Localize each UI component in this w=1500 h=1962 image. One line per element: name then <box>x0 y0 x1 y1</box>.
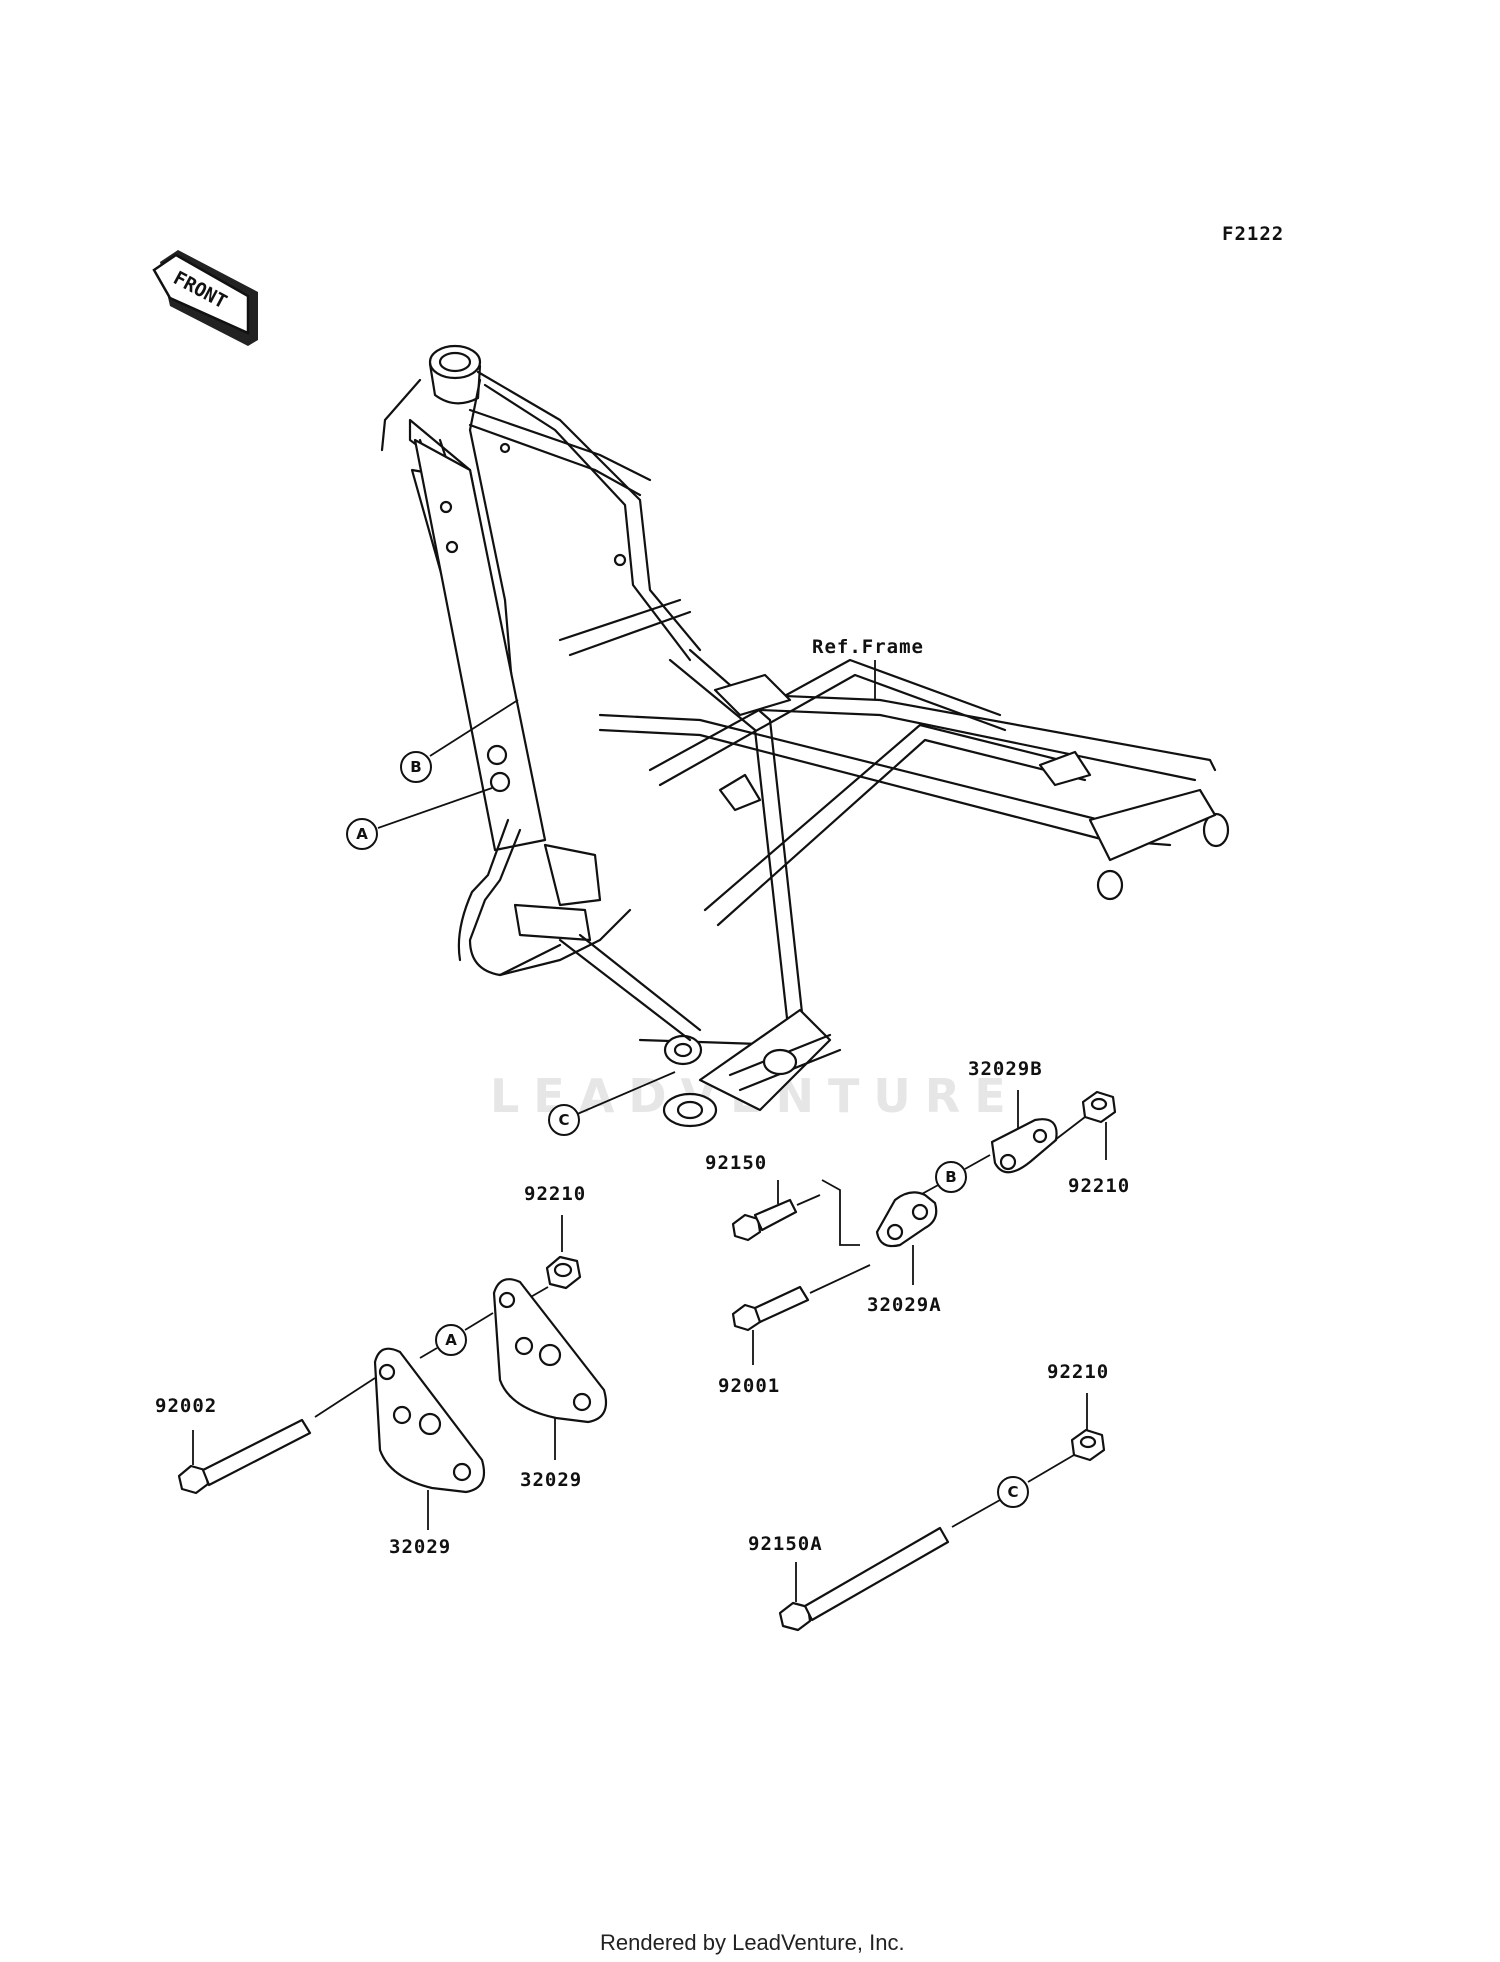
part-92001-label: 92001 <box>718 1375 780 1397</box>
bolt-92150a <box>778 1526 950 1632</box>
bracket-32029-right <box>492 1278 608 1460</box>
bolt-92002 <box>177 1418 312 1495</box>
bracket-32029b <box>990 1090 1058 1174</box>
part-32029b-label: 32029B <box>968 1058 1043 1080</box>
part-92210-bottom-label: 92210 <box>1047 1361 1109 1383</box>
part-92150a-label: 92150A <box>748 1533 823 1555</box>
callout-c-frame: C <box>548 1071 676 1136</box>
callout-c-parts-label: C <box>1007 1483 1018 1501</box>
bolt-92001 <box>731 1264 871 1365</box>
part-32029-right-label: 32029 <box>520 1469 582 1491</box>
footer-credit: Rendered by LeadVenture, Inc. <box>600 1930 905 1955</box>
callout-b-parts: B <box>919 1154 991 1196</box>
nut-92210-left <box>521 1215 582 1303</box>
frame-illustration <box>380 344 1230 1128</box>
nut-92210-right <box>1054 1090 1117 1160</box>
callout-b-frame: B <box>400 699 519 783</box>
part-92150-label: 92150 <box>705 1152 767 1174</box>
callout-b-parts-label: B <box>945 1168 956 1186</box>
part-92210-left-label: 92210 <box>524 1183 586 1205</box>
bracket-32029a <box>875 1191 938 1285</box>
part-32029a-label: 32029A <box>867 1294 942 1316</box>
ref-frame-label: Ref.Frame <box>812 636 924 658</box>
callout-c-parts: C <box>951 1476 1029 1528</box>
part-92210-right-label: 92210 <box>1068 1175 1130 1197</box>
nut-92210-bottom <box>1027 1393 1106 1483</box>
part-92002-label: 92002 <box>155 1395 217 1417</box>
front-arrow-icon: FRONT <box>152 250 258 346</box>
callout-a-frame: A <box>346 787 493 850</box>
callout-a-parts-label: A <box>445 1331 457 1349</box>
diagram-code: F2122 <box>1222 223 1284 245</box>
callout-b-frame-label: B <box>410 758 421 776</box>
part-32029-left-label: 32029 <box>389 1536 451 1558</box>
bracket-32029-left <box>314 1347 486 1530</box>
callout-c-frame-label: C <box>558 1111 569 1129</box>
callout-a-frame-label: A <box>356 825 368 843</box>
callout-a-parts: A <box>419 1312 494 1359</box>
bolt-92150 <box>731 1179 860 1246</box>
